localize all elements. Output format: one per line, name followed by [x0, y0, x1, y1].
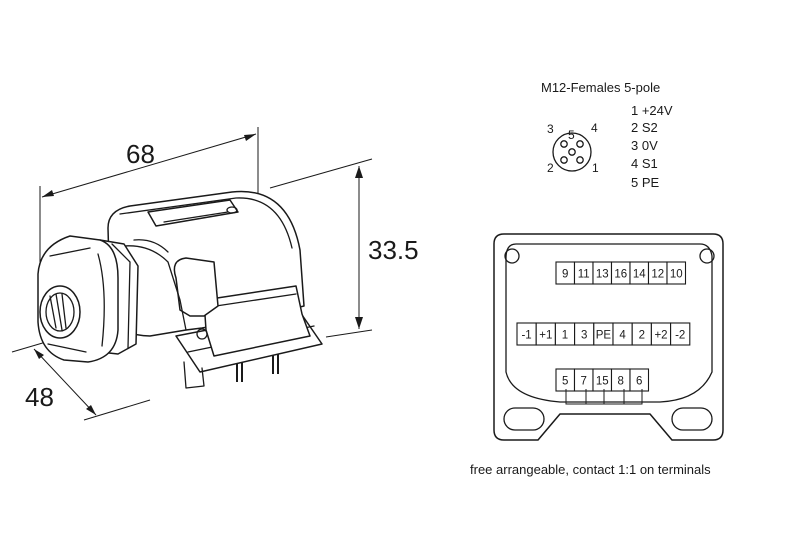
terminal-label: 6	[636, 376, 642, 388]
mount-hole-top-left	[504, 248, 520, 264]
terminal-cell: -2	[670, 322, 691, 346]
terminal-label: 9	[562, 269, 568, 281]
housing-isometric-drawing: 68 33.5 48	[11, 127, 419, 421]
terminal-cell: 3	[574, 322, 595, 346]
terminal-label: 14	[633, 269, 646, 281]
terminal-cell: 2	[631, 322, 652, 346]
terminal-cell: 12	[647, 261, 668, 285]
terminal-label: 13	[596, 269, 609, 281]
terminal-cell: 8	[610, 368, 631, 392]
terminal-cell: PE	[593, 322, 614, 346]
dimension-width-label: 48	[25, 382, 54, 412]
pin-assignment-list: 1 +24V 2 S2 3 0V 4 S1 5 PE	[631, 103, 673, 190]
terminal-label: -2	[675, 330, 685, 342]
terminal-cell: 5	[555, 368, 576, 392]
caption: free arrangeable, contact 1:1 on termina…	[470, 462, 711, 477]
terminal-cell: 1	[554, 322, 576, 346]
pin-label-2: 2	[547, 161, 554, 175]
terminal-label: +2	[654, 330, 667, 342]
terminal-label: -1	[521, 330, 531, 342]
terminal-cell: 16	[610, 261, 631, 285]
terminal-label: 12	[651, 269, 664, 281]
mount-hole-bottom-left	[503, 407, 545, 431]
pin-assignment: 3 0V	[631, 138, 658, 153]
terminal-label: 10	[670, 269, 683, 281]
terminal-cell: 11	[573, 261, 594, 285]
terminal-ticks	[565, 389, 643, 405]
connector-face: 3 5 4 2 1	[547, 121, 599, 175]
dimension-height: 33.5	[269, 158, 419, 338]
pin-assignment: 2 S2	[631, 120, 658, 135]
terminal-label: 11	[578, 269, 590, 281]
cable-gland	[37, 235, 139, 363]
terminal-label: 1	[562, 330, 568, 342]
dimension-height-label: 33.5	[368, 235, 419, 265]
pin-label-4: 4	[591, 121, 598, 135]
terminal-label: 15	[596, 376, 609, 388]
terminal-cell: +1	[535, 322, 556, 346]
terminal-cell: 15	[592, 368, 613, 392]
dimension-length-label: 68	[126, 139, 155, 169]
terminal-cell: -1	[516, 322, 537, 346]
mount-hole-top-right	[699, 248, 715, 264]
terminal-label: 16	[614, 269, 627, 281]
terminal-label: 5	[562, 376, 568, 388]
terminal-label: +1	[539, 330, 552, 342]
pin-assignment: 4 S1	[631, 156, 658, 171]
mount-hole-bottom-right	[671, 407, 713, 431]
pin-assignment: 5 PE	[631, 175, 660, 190]
terminal-cell: 9	[555, 261, 576, 285]
pin-label-1: 1	[592, 161, 599, 175]
connector-title: M12-Females 5-pole	[541, 80, 660, 95]
terminal-label: 4	[619, 330, 626, 342]
pin-assignment: 1 +24V	[631, 103, 673, 118]
m12-connector-pinout: M12-Females 5-pole 3 5 4 2 1 1 +24V 2 S2…	[541, 80, 673, 190]
dimension-width: 48	[11, 341, 151, 421]
terminal-row-middle: -1 +1 1 3 PE 4 2 +2 -2	[516, 322, 691, 346]
terminal-label: 7	[581, 376, 587, 388]
terminal-cell: 4	[612, 322, 633, 346]
housing-body	[107, 190, 323, 389]
terminal-cell: 10	[666, 261, 687, 285]
terminal-row-top: 9 11 13 16 14 12 10	[555, 261, 687, 285]
terminal-label: 3	[581, 330, 587, 342]
terminal-cell: 7	[573, 368, 594, 392]
dimension-length: 68	[39, 127, 259, 262]
terminal-cell: 6	[629, 368, 650, 392]
terminal-label: PE	[596, 330, 612, 342]
pin-label-5: 5	[568, 128, 575, 142]
terminal-cell: 13	[592, 261, 613, 285]
terminal-label: 8	[618, 376, 624, 388]
pin-label-3: 3	[547, 122, 554, 136]
terminal-cell: 14	[629, 261, 650, 285]
terminal-label: 2	[639, 330, 645, 342]
terminal-cell: +2	[650, 322, 672, 346]
